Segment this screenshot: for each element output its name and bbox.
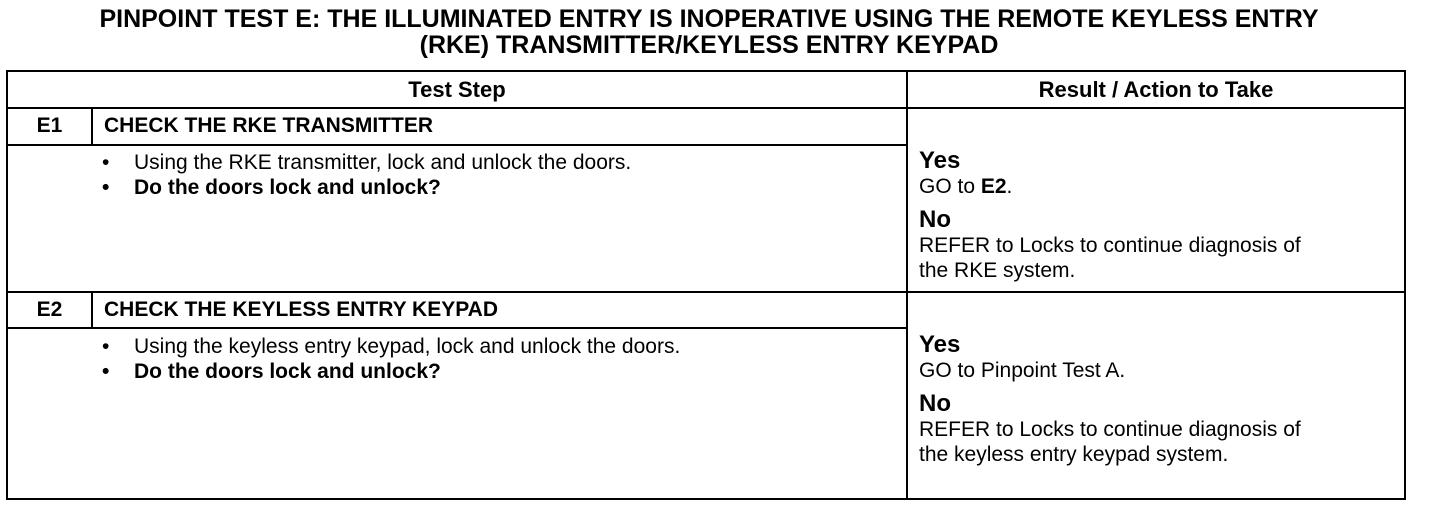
step-id-divider [91,109,93,144]
step-title: CHECK THE RKE TRANSMITTER [104,114,433,137]
step-instructions: • Using the RKE transmitter, lock and un… [98,150,631,200]
list-item: • Do the doors lock and unlock? [98,175,631,200]
step-id-divider [91,293,93,327]
row-divider [8,291,1404,293]
step-title: CHECK THE KEYLESS ENTRY KEYPAD [104,298,499,321]
question-text: Do the doors lock and unlock? [134,176,441,199]
yes-action: GO to Pinpoint Test A. [919,359,1126,382]
header-divider [8,107,1404,109]
header-test-step: Test Step [408,77,506,102]
result-action: Yes GO to E2. No REFER to Locks to conti… [919,148,1399,283]
step-reference: E2 [980,175,1007,198]
step-id: E2 [36,298,63,321]
no-action-line: REFER to Locks to continue diagnosis of [919,234,1301,257]
header-result-action: Result / Action to Take [1038,77,1274,102]
no-action-line: the keyless entry keypad system. [919,443,1229,466]
step-instructions: • Using the keyless entry keypad, lock a… [98,334,680,384]
no-label: No [919,206,951,233]
yes-label: Yes [919,331,961,358]
bullet-icon: • [102,335,110,358]
instruction-text: Using the keyless entry keypad, lock and… [134,335,681,358]
title-line-2: (RKE) TRANSMITTER/KEYLESS ENTRY KEYPAD [419,31,999,59]
question-text: Do the doors lock and unlock? [134,360,441,383]
list-item: • Using the RKE transmitter, lock and un… [98,150,631,175]
title-line-1: PINPOINT TEST E: THE ILLUMINATED ENTRY I… [99,5,1319,33]
no-action-line: the RKE system. [919,259,1076,282]
bullet-icon: • [102,176,110,199]
instruction-text: Using the RKE transmitter, lock and unlo… [134,151,632,174]
bullet-icon: • [102,151,110,174]
list-item: • Do the doors lock and unlock? [98,359,680,384]
step-title-divider [8,327,906,329]
step-id: E1 [36,114,63,137]
column-divider [906,72,908,498]
step-title-divider [8,144,906,146]
bullet-icon: • [102,360,110,383]
list-item: • Using the keyless entry keypad, lock a… [98,334,680,359]
yes-action: GO to E2. [919,175,1013,198]
result-action: Yes GO to Pinpoint Test A. No REFER to L… [919,332,1399,467]
no-label: No [919,390,951,417]
no-action-line: REFER to Locks to continue diagnosis of [919,418,1301,441]
page-title: PINPOINT TEST E: THE ILLUMINATED ENTRY I… [0,6,1418,58]
yes-label: Yes [919,147,961,174]
pinpoint-test-table: Test Step Result / Action to Take E1 CHE… [6,70,1406,500]
